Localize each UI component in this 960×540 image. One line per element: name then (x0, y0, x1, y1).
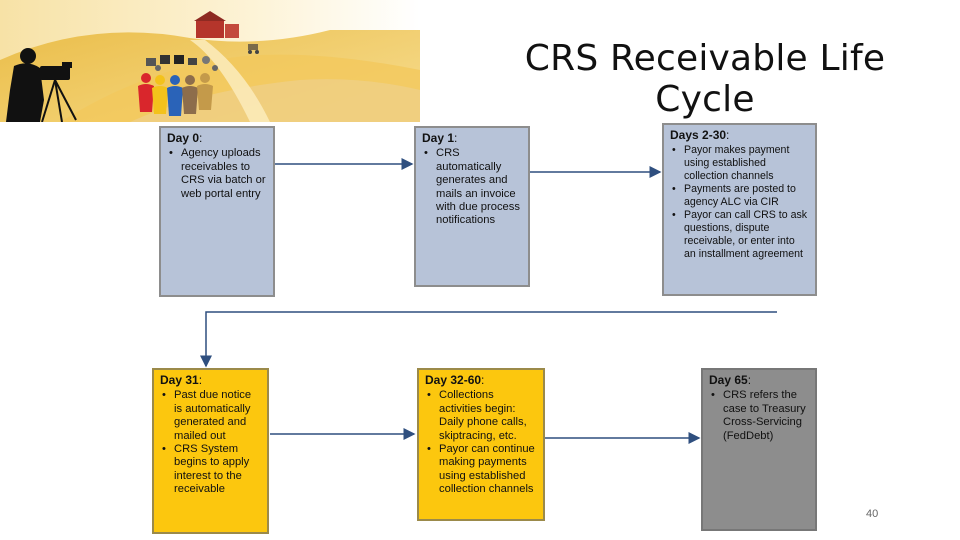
step-bullet: CRS refers the case to Treasury Cross-Se… (711, 389, 809, 443)
step-heading: Day 32-60: (425, 373, 485, 387)
slide-title: CRS Receivable Life Cycle (524, 38, 886, 120)
step-heading: Days 2-30: (670, 128, 730, 142)
step-box-day-31: Day 31: Past due notice is automatically… (152, 368, 269, 534)
step-bullets: Agency uploads receivables to CRS via ba… (167, 147, 267, 201)
step-bullet: Payments are posted to agency ALC via CI… (672, 183, 809, 209)
barn-icon (196, 20, 224, 38)
step-box-days-2-30: Days 2-30: Payor makes payment using est… (662, 123, 817, 296)
step-heading: Day 31: (160, 373, 203, 387)
step-bullets: CRS refers the case to Treasury Cross-Se… (709, 389, 809, 443)
banner-illustration (0, 0, 420, 122)
step-box-day-1: Day 1: CRS automatically generates and m… (414, 126, 530, 287)
step-bullet: Payor can continue making payments using… (427, 443, 537, 497)
step-bullet: Past due notice is automatically generat… (162, 389, 261, 443)
step-box-day-65: Day 65: CRS refers the case to Treasury … (701, 368, 817, 531)
service-icons (146, 55, 218, 71)
step-heading: Day 65: (709, 373, 752, 387)
step-bullet: Collections activities begin: Daily phon… (427, 389, 537, 443)
people-figures-icon (138, 73, 213, 116)
step-bullet: CRS automatically generates and mails an… (424, 147, 522, 227)
arrow-row-wrap (200, 311, 777, 368)
step-heading: Day 0: (167, 131, 203, 145)
page-number: 40 (866, 508, 879, 520)
step-bullets: Collections activities begin: Daily phon… (425, 389, 537, 496)
step-bullet: Payor can call CRS to ask questions, dis… (672, 209, 809, 261)
step-bullets: Payor makes payment using established co… (670, 144, 809, 261)
step-heading: Day 1: (422, 131, 458, 145)
step-bullet: Agency uploads receivables to CRS via ba… (169, 147, 267, 201)
step-box-day-0: Day 0: Agency uploads receivables to CRS… (159, 126, 275, 297)
step-box-day-32-60: Day 32-60: Collections activities begin:… (417, 368, 545, 521)
step-bullets: Past due notice is automatically generat… (160, 389, 261, 496)
step-bullets: CRS automatically generates and mails an… (422, 147, 522, 227)
step-bullet: CRS System begins to apply interest to t… (162, 443, 261, 497)
camera-operator-silhouette (6, 48, 77, 122)
step-bullet: Payor makes payment using established co… (672, 144, 809, 183)
